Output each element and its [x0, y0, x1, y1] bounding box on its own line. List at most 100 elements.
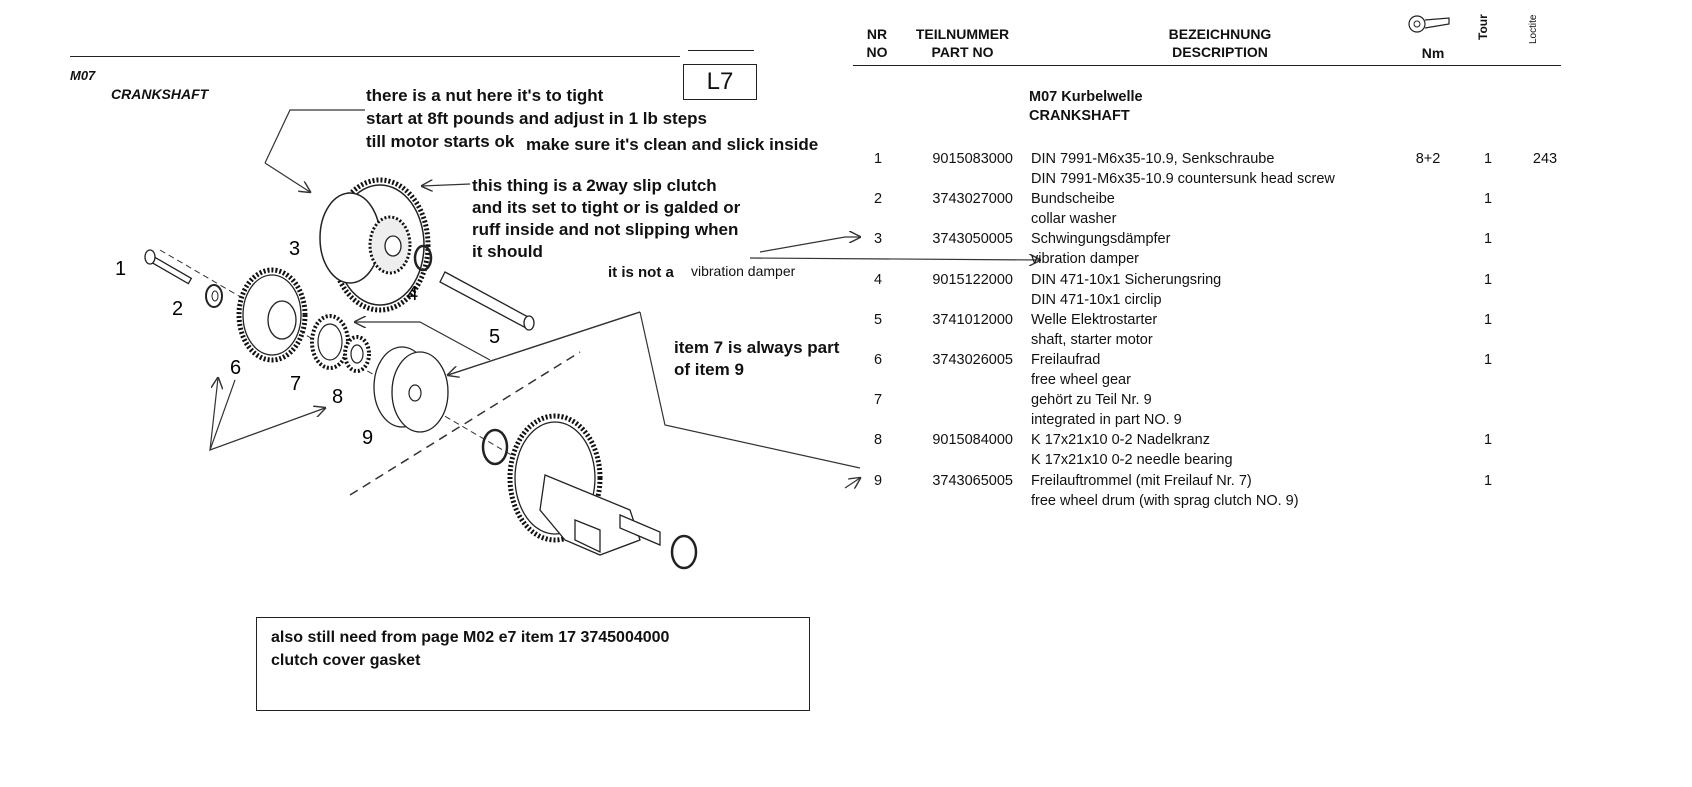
col-header-partno: TEILNUMMER PART NO — [905, 25, 1020, 61]
row-desc_de: Freilaufrad — [1031, 352, 1101, 368]
row-nr: 5 — [873, 311, 883, 328]
part-o-ring — [481, 428, 509, 466]
row-part_no: 3743027000 — [932, 191, 1013, 208]
parts-needed-box — [256, 617, 810, 711]
note-clutch-line1: this thing is a 2way slip clutch — [472, 176, 717, 195]
part-needle-bearing — [343, 335, 371, 373]
row-part_no: 3743065005 — [932, 472, 1013, 489]
top-rule-right — [688, 50, 754, 51]
row-desc_de: Welle Elektrostarter — [1031, 311, 1158, 328]
header-loctite: Loctite — [1528, 14, 1539, 44]
note-nut-line2: start at 8ft pounds and adjust in 1 lb s… — [366, 109, 707, 128]
section-title: CRANKSHAFT — [111, 86, 209, 102]
table-header-rule — [853, 65, 1561, 66]
row-desc_de: DIN 471-10x1 Sicherungsring — [1031, 271, 1222, 288]
row-nr: 8 — [873, 432, 883, 449]
part-circlip — [413, 244, 433, 272]
header-bezeichnung: BEZEICHNUNG — [1168, 26, 1272, 42]
row-desc_en: vibration damper — [1031, 251, 1139, 268]
row-tour: 1 — [1483, 311, 1493, 328]
clutch-arrow — [422, 184, 471, 186]
row-nm: 8+2 — [1415, 151, 1441, 167]
part-collar-washer — [205, 284, 223, 308]
part-freewheel-drum — [373, 346, 449, 433]
nut-arrow-lines — [264, 109, 365, 164]
row-desc_de: DIN 7991-M6x35-10.9, Senkschraube — [1031, 151, 1275, 167]
row-nr: 4 — [873, 271, 883, 288]
row-tour: 1 — [1483, 472, 1493, 489]
note-vibration-damper: vibration damper — [691, 263, 796, 279]
header-tour: Tour — [1476, 14, 1490, 40]
row-desc_en: DIN 471-10x1 circlip — [1031, 291, 1162, 308]
group-title-de: M07 Kurbelwelle — [1029, 89, 1143, 105]
page-ref-box: L7 — [683, 64, 757, 100]
row-desc_de: Schwingungsdämpfer — [1031, 231, 1171, 248]
row-nr: 3 — [873, 231, 883, 248]
row-desc_de: gehört zu Teil Nr. 9 — [1031, 392, 1152, 409]
row-desc_en: free wheel gear — [1031, 372, 1131, 388]
row-desc_en: K 17x21x10 0-2 needle bearing — [1031, 452, 1233, 469]
label-6: 6 — [230, 357, 241, 379]
row-nr: 9 — [873, 472, 883, 489]
exploded-diagram: 1 2 3 4 5 6 7 8 9 — [115, 109, 860, 570]
header-nr: NR — [866, 26, 888, 42]
box-line1: also still need from page M02 e7 item 17… — [271, 629, 670, 646]
part-o-ring-2 — [670, 534, 698, 570]
top-rule-left — [70, 56, 680, 57]
connector-arrows — [750, 230, 1070, 520]
label-8: 8 — [332, 386, 343, 408]
header-part-no: PART NO — [931, 44, 994, 60]
row-desc_en: collar washer — [1031, 211, 1117, 228]
note-clutch-line2: and its set to tight or is galded or — [472, 198, 741, 217]
sprag-arrow — [355, 322, 491, 361]
header-no: NO — [866, 44, 888, 60]
row-desc_de: Freilauftrommel (mit Freilauf Nr. 7) — [1031, 472, 1252, 489]
row-part_no: 3743050005 — [932, 231, 1013, 248]
part-shaft — [439, 271, 535, 331]
row-tour: 1 — [1483, 352, 1493, 368]
part-crankshaft — [507, 413, 661, 556]
header-nm: Nm — [1421, 45, 1445, 61]
row-part_no: 9015084000 — [932, 432, 1013, 449]
part-freewheel-gear — [236, 267, 308, 363]
row-tour: 1 — [1483, 432, 1493, 449]
part-sprag-clutch — [310, 314, 350, 370]
part-screw — [144, 249, 193, 285]
row-desc_de: K 17x21x10 0-2 Nadelkranz — [1031, 432, 1210, 449]
note-clutch-line4: it should — [472, 242, 543, 261]
row-desc_en: integrated in part NO. 9 — [1031, 412, 1182, 429]
col-header-nr: NR NO — [862, 25, 892, 61]
axis-dashed-long — [349, 351, 581, 496]
box-line2: clutch cover gasket — [271, 652, 421, 669]
note-not-a: it is not a — [608, 264, 674, 281]
row-part_no: 9015083000 — [932, 151, 1013, 167]
row-nr: 6 — [873, 352, 883, 368]
label-7: 7 — [290, 373, 301, 395]
row-tour: 1 — [1483, 271, 1493, 288]
row-part_no: 3741012000 — [932, 311, 1013, 328]
row-loctite: 243 — [1532, 151, 1558, 167]
note-nut-line1: there is a nut here it's to tight — [366, 86, 604, 105]
note-nut-line3: till motor starts ok — [366, 132, 515, 151]
item6-arrows — [209, 379, 325, 452]
label-5: 5 — [489, 326, 500, 348]
label-1: 1 — [115, 258, 126, 280]
label-9: 9 — [362, 427, 373, 449]
col-header-desc: BEZEICHNUNG DESCRIPTION — [1120, 25, 1320, 61]
row-part_no: 9015122000 — [932, 271, 1013, 288]
part-damper-gear — [319, 177, 431, 313]
row-desc_en: shaft, starter motor — [1031, 331, 1153, 348]
label-2: 2 — [172, 298, 183, 320]
note-clutch-line3: ruff inside and not slipping when — [472, 220, 739, 239]
row-part_no: 3743026005 — [932, 352, 1013, 368]
row-desc_de: Bundscheibe — [1031, 191, 1115, 208]
note-item7-line2: of item 9 — [674, 360, 744, 379]
row-nr: 1 — [873, 151, 883, 167]
header-teilnummer: TEILNUMMER — [915, 26, 1010, 42]
torque-wrench-icon — [1405, 10, 1453, 43]
section-code: M07 — [70, 68, 96, 83]
row-tour: 1 — [1483, 191, 1493, 208]
row-desc_en: free wheel drum (with sprag clutch NO. 9… — [1031, 492, 1299, 509]
row-desc_en: DIN 7991-M6x35-10.9 countersunk head scr… — [1031, 171, 1335, 187]
label-3: 3 — [289, 238, 300, 260]
